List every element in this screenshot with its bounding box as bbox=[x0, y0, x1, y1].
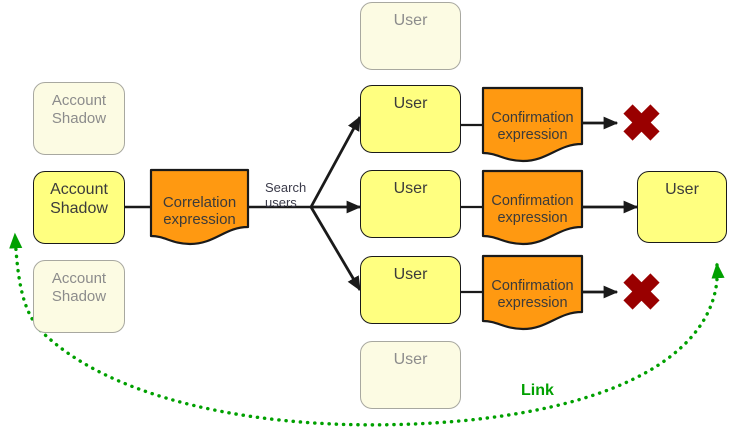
edge-label-link: Link bbox=[521, 381, 554, 400]
node-label: User bbox=[393, 351, 428, 368]
node-account-shadow-ghost-top[interactable]: Account Shadow bbox=[33, 82, 125, 155]
reject-x-mark-1 bbox=[623, 104, 660, 141]
node-label: Account Shadow bbox=[50, 181, 108, 217]
edge-label-search-users: Search users bbox=[265, 164, 325, 211]
node-user-active-1[interactable]: User bbox=[360, 85, 461, 153]
node-user-active-2[interactable]: User bbox=[360, 170, 461, 238]
confirmation-expression-shape-3 bbox=[481, 254, 584, 331]
confirmation-expression-shape-1 bbox=[481, 86, 584, 163]
node-user-active-3[interactable]: User bbox=[360, 256, 461, 324]
reject-x-mark-3 bbox=[623, 273, 660, 310]
connector-fork-to-user-1 bbox=[309, 115, 362, 208]
confirmation-expression-shape-2 bbox=[481, 169, 584, 246]
node-label: Account Shadow bbox=[51, 92, 107, 127]
node-label: User bbox=[393, 95, 428, 112]
node-user-ghost-top[interactable]: User bbox=[360, 2, 461, 70]
edge-label-text: Link bbox=[521, 382, 554, 399]
node-label: User bbox=[393, 180, 428, 197]
node-label: Account Shadow bbox=[51, 270, 107, 305]
correlation-expression-shape bbox=[149, 168, 250, 246]
edge-label-text: Search users bbox=[265, 179, 307, 211]
node-label: User bbox=[393, 12, 428, 29]
node-account-shadow-active[interactable]: Account Shadow bbox=[33, 171, 125, 244]
node-user-result[interactable]: User bbox=[637, 171, 727, 243]
node-label: User bbox=[393, 266, 428, 283]
node-label: User bbox=[665, 181, 699, 198]
node-user-ghost-bottom[interactable]: User bbox=[360, 341, 461, 409]
link-dotted-connector bbox=[9, 232, 725, 427]
node-account-shadow-ghost-bottom[interactable]: Account Shadow bbox=[33, 260, 125, 333]
